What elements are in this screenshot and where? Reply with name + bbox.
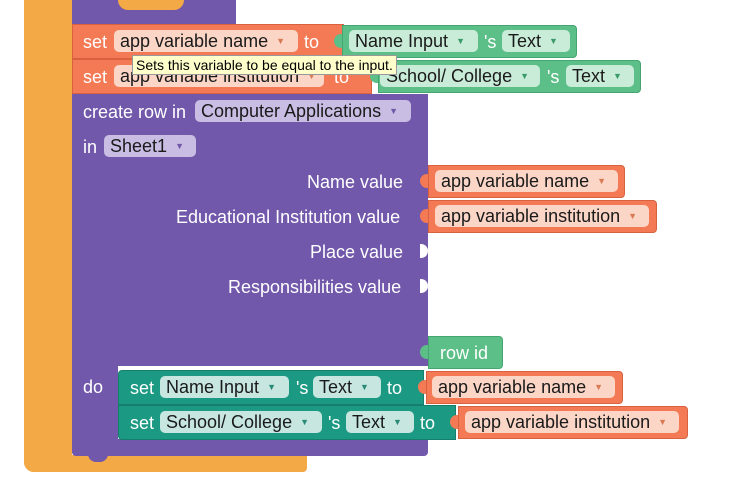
row-id-getter[interactable] (428, 336, 503, 369)
puzzle-tab (450, 415, 458, 429)
outer-event-block-bottom[interactable] (24, 455, 307, 472)
property-dropdown-label: Text (352, 412, 386, 432)
row-id-label: row id (440, 343, 489, 363)
dropdown-arrow-icon: ▼ (267, 382, 276, 392)
dropdown-arrow-icon: ▼ (300, 417, 310, 427)
possessive-label: 's (296, 378, 309, 398)
property-dropdown-label: Text (572, 66, 606, 86)
dropdown-arrow-icon: ▼ (597, 176, 607, 186)
variable-getter-dropdown-institution[interactable]: app variable institution ▼ (465, 411, 679, 433)
dropdown-arrow-icon: ▼ (549, 36, 558, 46)
create-row-block-bottom[interactable] (72, 439, 428, 456)
set-keyword: set (130, 413, 155, 433)
property-dropdown-text[interactable]: Text ▼ (313, 376, 381, 398)
dropdown-arrow-icon: ▼ (175, 141, 184, 151)
input-label-name-value: Name value (307, 172, 404, 192)
input-label-institution-value: Educational Institution value (176, 207, 401, 227)
empty-input-socket-place[interactable] (420, 244, 428, 258)
dropdown-arrow-icon: ▼ (360, 382, 369, 392)
component-dropdown-school-college[interactable]: School/ College ▼ (160, 411, 322, 433)
dropdown-arrow-icon: ▼ (307, 71, 317, 81)
sheet-dropdown-label: Sheet1 (110, 136, 168, 156)
dropdown-arrow-icon: ▼ (393, 417, 402, 427)
variable-dropdown-name[interactable]: app variable name ▼ (114, 30, 298, 52)
set-keyword: set (83, 67, 108, 87)
possessive-label: 's (547, 67, 560, 87)
property-dropdown-text[interactable]: Text ▼ (502, 30, 570, 52)
dropdown-arrow-icon: ▼ (594, 382, 604, 392)
dropdown-arrow-icon: ▼ (520, 71, 530, 81)
dropdown-arrow-icon: ▼ (456, 36, 465, 46)
input-label-responsibilities-value: Responsibilities value (228, 277, 402, 297)
property-dropdown-label: Text (319, 377, 353, 397)
to-label: to (420, 413, 436, 433)
puzzle-tab (420, 345, 428, 359)
dropdown-arrow-icon: ▼ (389, 106, 399, 116)
variable-getter-dropdown-label: app variable name (438, 377, 587, 397)
previous-block-nub (118, 0, 184, 10)
puzzle-tab (420, 209, 428, 223)
component-dropdown-label: School/ College (386, 66, 513, 86)
puzzle-tab (420, 174, 428, 188)
spreadsheet-dropdown-label: Computer Applications (201, 101, 382, 121)
variable-getter-dropdown-name[interactable]: app variable name ▼ (435, 170, 618, 192)
empty-input-socket-responsibilities[interactable] (420, 279, 428, 293)
to-label: to (304, 32, 320, 52)
do-label: do (83, 377, 104, 397)
sheet-dropdown[interactable]: Sheet1 ▼ (104, 135, 196, 157)
component-dropdown-school-college[interactable]: School/ College ▼ (380, 65, 540, 87)
component-dropdown-label: Name Input (355, 31, 449, 51)
variable-getter-dropdown-label: app variable institution (471, 412, 651, 432)
component-dropdown-name-input[interactable]: Name Input ▼ (349, 30, 478, 52)
component-dropdown-label: School/ College (166, 412, 293, 432)
set-keyword: set (130, 378, 155, 398)
set-keyword: set (83, 32, 108, 52)
variable-dropdown-label: app variable name (120, 31, 269, 51)
variable-getter-dropdown-label: app variable name (441, 171, 590, 191)
puzzle-tab (370, 69, 378, 83)
block-tooltip: Sets this variable to be equal to the in… (132, 55, 397, 75)
component-dropdown-label: Name Input (166, 377, 260, 397)
dropdown-arrow-icon: ▼ (613, 71, 622, 81)
component-dropdown-name-input[interactable]: Name Input ▼ (160, 376, 289, 398)
create-row-block-bottom-nub (88, 454, 108, 462)
in-label: in (83, 137, 98, 157)
puzzle-tab (334, 34, 342, 48)
dropdown-arrow-icon: ▼ (276, 36, 286, 46)
outer-event-block-arm[interactable] (24, 0, 72, 472)
input-label-place-value: Place value (310, 242, 404, 262)
property-dropdown-text[interactable]: Text ▼ (566, 65, 634, 87)
property-dropdown-label: Text (508, 31, 542, 51)
create-row-label: create row in (83, 102, 187, 122)
dropdown-arrow-icon: ▼ (658, 417, 668, 427)
possessive-label: 's (328, 413, 341, 433)
possessive-label: 's (484, 32, 497, 52)
variable-getter-dropdown-institution[interactable]: app variable institution ▼ (435, 205, 649, 227)
create-row-block-do-bar[interactable] (72, 366, 118, 441)
puzzle-tab (418, 380, 426, 394)
spreadsheet-dropdown[interactable]: Computer Applications ▼ (195, 100, 411, 122)
to-label: to (387, 378, 403, 398)
variable-getter-dropdown-name[interactable]: app variable name ▼ (432, 376, 615, 398)
dropdown-arrow-icon: ▼ (628, 211, 638, 221)
variable-getter-dropdown-label: app variable institution (441, 206, 621, 226)
property-dropdown-text[interactable]: Text ▼ (346, 411, 414, 433)
